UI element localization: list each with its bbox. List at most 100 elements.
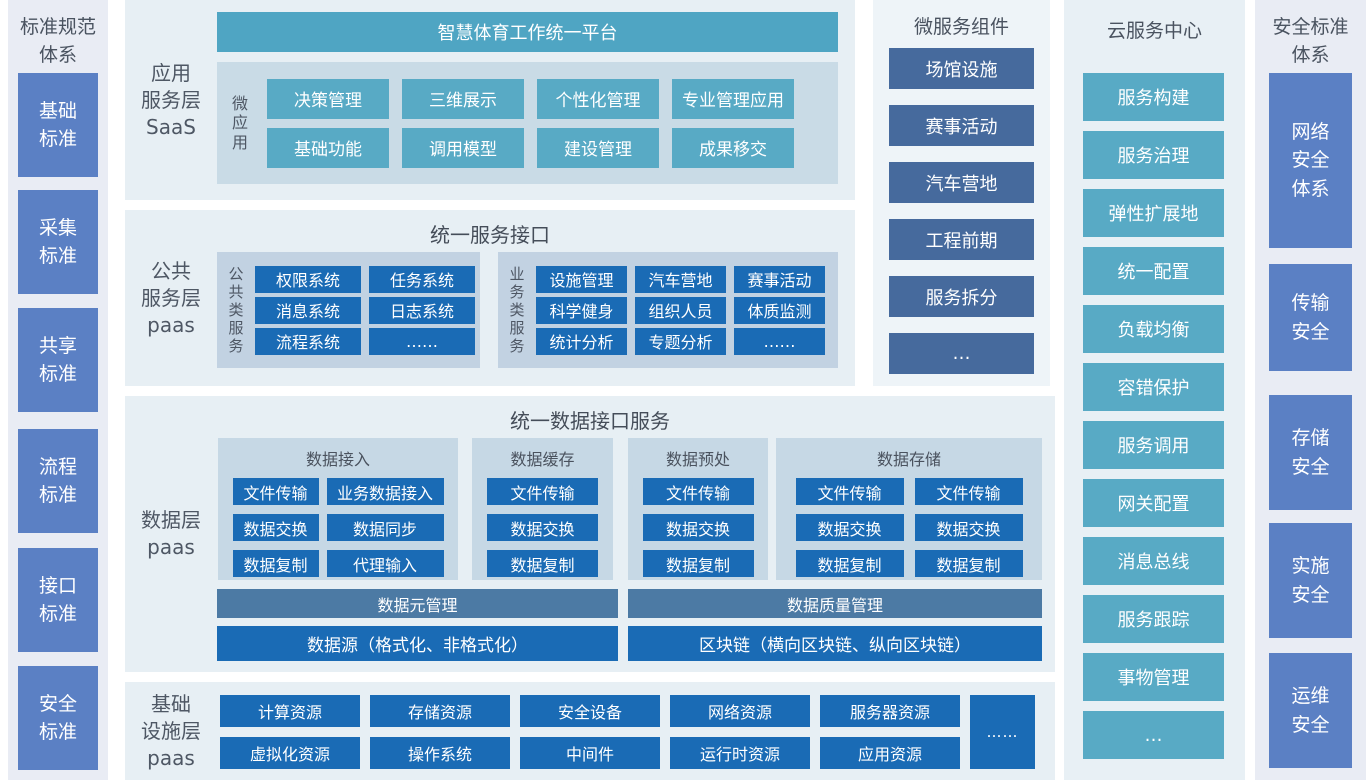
public-services-grid: 权限系统 任务系统 消息系统 日志系统 流程系统 ……	[255, 252, 475, 368]
data-function-box: 数据交换	[795, 514, 904, 541]
cloud-service-box: 弹性扩展地	[1083, 189, 1224, 237]
micro-apps-panel: 微 应 用 决策管理 三维展示 个性化管理 专业管理应用 基础功能 调用模型 建…	[217, 62, 838, 184]
data-function-box: 数据复制	[487, 550, 598, 577]
cloud-service-box: 负载均衡	[1083, 305, 1224, 353]
cloud-service-box: 统一配置	[1083, 247, 1224, 295]
resource-box: 安全设备	[520, 695, 660, 727]
data-function-box: 文件传输	[795, 478, 904, 505]
security-item: 网络 安全 体系	[1269, 73, 1352, 248]
more-resources-box: ……	[970, 695, 1035, 769]
service-box: 组织人员	[635, 296, 726, 324]
resource-box: 虚拟化资源	[220, 737, 360, 769]
security-item: 传输 安全	[1269, 264, 1352, 371]
data-function-box: 文件传输	[642, 478, 754, 505]
service-box-ellipsis: ……	[734, 327, 825, 355]
cloud-service-box: 服务构建	[1083, 73, 1224, 121]
service-box: 设施管理	[536, 265, 627, 293]
service-box: 汽车营地	[635, 265, 726, 293]
micro-app-box: 基础功能	[267, 127, 389, 168]
public-service-layer: 统一服务接口 公共 服务层 paas 公 共 类 服 务 权限系统 任务系统 消…	[125, 210, 855, 386]
cloud-service-box: 事物管理	[1083, 653, 1224, 701]
platform-title-bar: 智慧体育工作统一平台	[217, 12, 838, 52]
layer-label-data: 数据层 paas	[141, 508, 201, 559]
cloud-service-box: 服务跟踪	[1083, 595, 1224, 643]
data-group-title: 数据存储	[876, 450, 941, 469]
data-function-box: 数据复制	[914, 550, 1023, 577]
standard-item: 基础 标准	[18, 73, 98, 177]
resource-box: 计算资源	[220, 695, 360, 727]
blockchain-bar: 区块链（横向区块链、纵向区块链）	[628, 626, 1042, 661]
unified-data-interface-title: 统一数据接口服务	[510, 409, 670, 433]
data-group-title: 数据预处	[665, 450, 730, 469]
micro-app-box: 成果移交	[672, 127, 794, 168]
cloud-panel-title: 云服务中心	[1106, 20, 1202, 42]
layer-label-saas: 应用 服务层 SaaS	[141, 60, 201, 139]
resource-box: 存储资源	[370, 695, 510, 727]
unified-service-interface-title: 统一服务接口	[430, 223, 550, 247]
service-box-ellipsis: ……	[369, 327, 475, 355]
data-function-box: 数据交换	[487, 514, 598, 541]
application-service-layer: 应用 服务层 SaaS 智慧体育工作统一平台 微 应 用 决策管理 三维展示 个…	[125, 0, 855, 200]
cloud-service-box: 容错保护	[1083, 363, 1224, 411]
micro-app-box: 个性化管理	[537, 78, 659, 119]
service-box: 专题分析	[635, 327, 726, 355]
cloud-service-box-ellipsis: …	[1083, 711, 1224, 759]
data-function-box: 数据同步	[326, 514, 444, 541]
micro-apps-grid: 决策管理 三维展示 个性化管理 专业管理应用 基础功能 调用模型 建设管理 成果…	[267, 62, 794, 184]
micro-apps-label: 微 应 用	[231, 94, 248, 152]
service-box: 消息系统	[255, 296, 361, 324]
resource-box: 服务器资源	[820, 695, 960, 727]
cloud-service-box: 消息总线	[1083, 537, 1224, 585]
microservice-box: 赛事活动	[889, 105, 1034, 146]
cloud-service-panel: 云服务中心 服务构建 服务治理 弹性扩展地 统一配置 负载均衡 容错保护 服务调…	[1064, 0, 1245, 780]
security-item: 实施 安全	[1269, 523, 1352, 638]
resource-box: 中间件	[520, 737, 660, 769]
microservice-box: 服务拆分	[889, 276, 1034, 317]
data-group-title: 数据接入	[305, 450, 370, 469]
resource-box: 运行时资源	[670, 737, 810, 769]
business-services-panel: 业 务 类 服 务 设施管理 汽车营地 赛事活动 科学健身 组织人员 体质监测 …	[498, 252, 838, 368]
data-function-box: 数据交换	[642, 514, 754, 541]
service-box: 统计分析	[536, 327, 627, 355]
micro-app-box: 专业管理应用	[672, 78, 794, 119]
service-box: 权限系统	[255, 265, 361, 293]
data-function-box: 文件传输	[914, 478, 1023, 505]
microservices-panel-title: 微服务组件	[913, 16, 1009, 38]
microservices-panel: 微服务组件 场馆设施 赛事活动 汽车营地 工程前期 服务拆分 …	[873, 0, 1050, 386]
standards-panel-title: 标准规范 体系	[19, 16, 96, 66]
data-function-box: 文件传输	[232, 478, 319, 505]
microservice-box: 场馆设施	[889, 48, 1034, 89]
micro-app-box: 三维展示	[402, 78, 524, 119]
standard-item: 流程 标准	[18, 429, 98, 533]
resource-box: 网络资源	[670, 695, 810, 727]
data-quality-bar: 数据质量管理	[628, 589, 1042, 618]
security-item: 存储 安全	[1269, 395, 1352, 510]
standards-system-panel: 标准规范 体系 基础 标准 采集 标准 共享 标准 流程 标准 接口 标准 安全…	[8, 0, 108, 780]
data-function-box: 文件传输	[487, 478, 598, 505]
security-panel-title: 安全标准 体系	[1272, 16, 1349, 66]
cloud-service-box: 服务调用	[1083, 421, 1224, 469]
data-layer: 统一数据接口服务 数据层 paas 数据接入 文件传输 业务数据接入 数据交换 …	[125, 396, 1055, 672]
service-box: 任务系统	[369, 265, 475, 293]
service-box: 赛事活动	[734, 265, 825, 293]
data-cache-group: 数据缓存 文件传输 数据交换 数据复制	[472, 438, 613, 580]
business-services-label: 业 务 类 服 务	[509, 265, 525, 355]
micro-app-box: 调用模型	[402, 127, 524, 168]
public-services-label: 公 共 类 服 务	[228, 265, 244, 355]
public-services-panel: 公 共 类 服 务 权限系统 任务系统 消息系统 日志系统 流程系统 ……	[217, 252, 480, 368]
data-access-group: 数据接入 文件传输 业务数据接入 数据交换 数据同步 数据复制 代理输入	[218, 438, 458, 580]
resource-box: 应用资源	[820, 737, 960, 769]
infrastructure-grid: 计算资源 存储资源 安全设备 网络资源 服务器资源 虚拟化资源 操作系统 中间件…	[220, 695, 960, 769]
data-function-box: 数据复制	[795, 550, 904, 577]
data-storage-group: 数据存储 文件传输 文件传输 数据交换 数据交换 数据复制 数据复制	[776, 438, 1042, 580]
security-standards-panel: 安全标准 体系 网络 安全 体系 传输 安全 存储 安全 实施 安全 运维 安全	[1255, 0, 1366, 780]
cloud-service-box: 服务治理	[1083, 131, 1224, 179]
data-function-box: 数据交换	[232, 514, 319, 541]
data-source-bar: 数据源（格式化、非格式化）	[217, 626, 618, 661]
metadata-management-bar: 数据元管理	[217, 589, 618, 618]
micro-app-box: 建设管理	[537, 127, 659, 168]
security-item: 运维 安全	[1269, 653, 1352, 768]
microservice-box: 工程前期	[889, 219, 1034, 260]
infrastructure-layer: 基础 设施层 paas 计算资源 存储资源 安全设备 网络资源 服务器资源 虚拟…	[125, 682, 1055, 780]
